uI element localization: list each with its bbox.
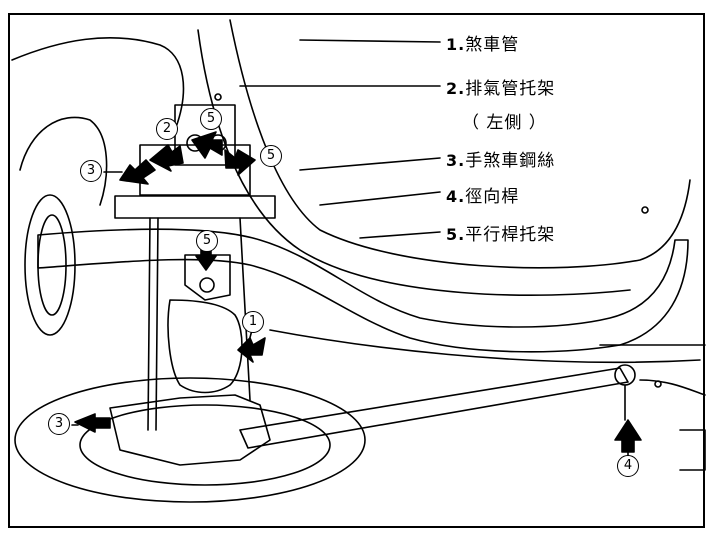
floor-hole-1: [654, 380, 662, 388]
arrow-indicator-3: [191, 131, 223, 159]
wheel-well-outline: [11, 37, 185, 131]
leader-line-5: [359, 231, 441, 239]
floor-hole-2: [641, 206, 649, 214]
callout-3-lower: 3: [48, 413, 70, 435]
right-floor-edge-2: [639, 379, 706, 396]
spare-tire-inner: [79, 404, 331, 486]
parallel-rod-bracket: [139, 144, 251, 196]
legend-number: 4.: [446, 187, 466, 206]
exhaust-pipe: [37, 228, 689, 353]
callout-5-middle: 5: [196, 230, 218, 252]
parallel-rod-left: [147, 217, 151, 431]
diagram-frame: [8, 13, 705, 528]
legend-label: 排氣管托架: [465, 79, 556, 99]
legend-number: 1.: [446, 35, 466, 54]
leader-line-3: [299, 157, 441, 171]
wheel-hub-inner: [37, 214, 67, 316]
wheel-well-inner: [19, 116, 108, 206]
differential-housing: [167, 299, 243, 394]
legend-label: 平行桿托架: [465, 225, 556, 245]
arrow-indicator-1: [119, 159, 156, 185]
lower-bracket-bolt: [199, 277, 215, 293]
legend-item-4: 4.徑向桿: [446, 182, 519, 207]
callout-5-right: 5: [260, 145, 282, 167]
floor-panel-curve-3: [269, 329, 701, 364]
callout-4: 4: [617, 455, 639, 477]
legend-item-2-note: （ 左側 ）: [462, 108, 547, 133]
lower-bracket: [184, 254, 231, 301]
legend-number: 5.: [446, 225, 466, 244]
right-floor-detail: [679, 429, 706, 471]
arrow-indicator-5: [195, 247, 217, 271]
arrow-indicator-7: [74, 413, 111, 433]
legend-item-3: 3.手煞車鋼絲: [446, 146, 555, 171]
legend-label: （ 左側 ）: [462, 113, 547, 133]
legend-item-1: 1.煞車管: [446, 30, 519, 55]
radial-rod: [239, 367, 629, 449]
spare-tire-well: [14, 377, 366, 503]
legend-number: 2.: [446, 79, 466, 98]
parallel-rod-right: [239, 217, 251, 401]
arrow-indicator-2: [149, 144, 184, 172]
parallel-rod-left-2: [155, 217, 159, 431]
axle-housing: [109, 394, 271, 466]
arrow-indicator-6: [237, 337, 266, 363]
callout-2: 2: [156, 118, 178, 140]
legend-item-2: 2.排氣管托架: [446, 74, 555, 99]
arrow-indicator-4: [224, 149, 256, 176]
legend-item-5: 5.平行桿托架: [446, 220, 555, 245]
arrow-indicator-8: [614, 419, 642, 453]
leader-line-1: [299, 39, 441, 43]
bracket-cross-bar: [114, 195, 276, 219]
callout-3-upper: 3: [80, 160, 102, 182]
leader-line-4: [319, 191, 441, 206]
legend-label: 徑向桿: [465, 187, 520, 207]
callout-5-top: 5: [200, 108, 222, 130]
legend-number: 3.: [446, 151, 466, 170]
legend-label: 手煞車鋼絲: [465, 151, 556, 171]
legend-label: 煞車管: [465, 35, 520, 55]
callout-1: 1: [242, 311, 264, 333]
floor-hole-3: [214, 93, 222, 101]
